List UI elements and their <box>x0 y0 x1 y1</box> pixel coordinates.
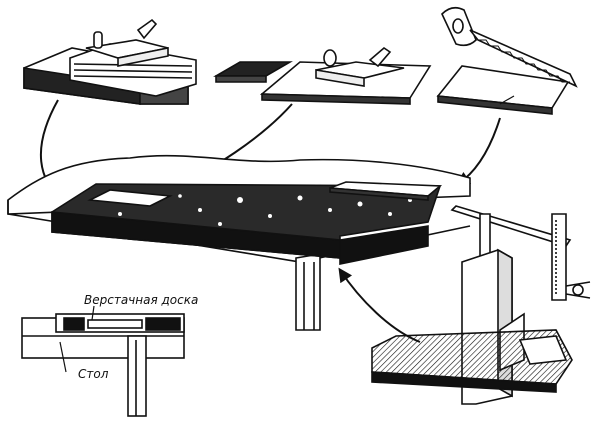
bench-board-label: Верстачная доска <box>84 293 198 307</box>
inset-flat-board-with-plane <box>213 46 432 105</box>
main-bench-board <box>51 181 443 265</box>
table-label: Стол <box>78 367 109 381</box>
inset-board-with-plane <box>23 18 197 105</box>
clamp-assembly <box>371 205 591 405</box>
section-detail <box>21 313 185 417</box>
label-leaders <box>59 305 95 373</box>
arrow-right <box>455 117 501 186</box>
inset-board-with-saw <box>436 6 578 115</box>
arrow-bottom <box>338 267 421 343</box>
